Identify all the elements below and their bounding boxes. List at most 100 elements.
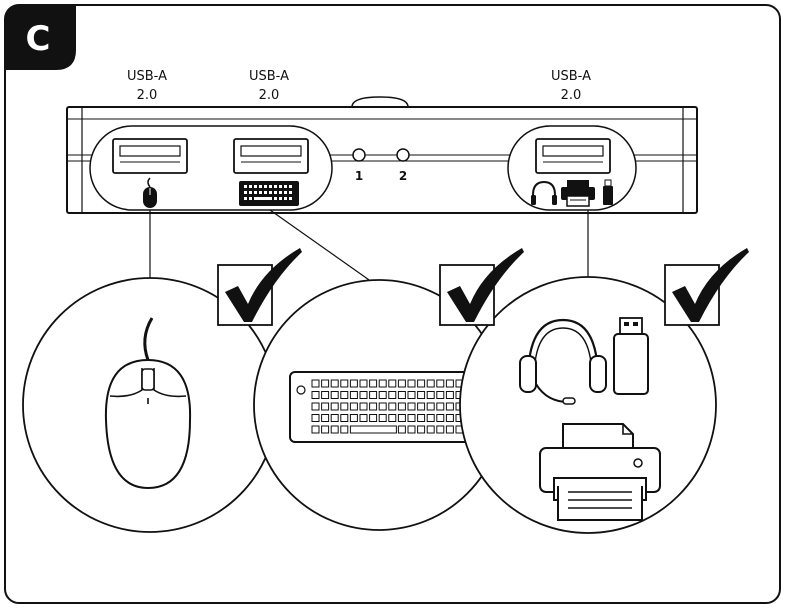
keyboard-key (340, 379, 349, 388)
usb-port-1 (112, 138, 188, 174)
check-peripherals (664, 248, 749, 326)
keyboard-key (349, 425, 397, 434)
port-2-version: 2.0 (259, 88, 280, 103)
keyboard-key (340, 414, 349, 422)
hub-button (351, 96, 409, 108)
keyboard-key (397, 391, 406, 399)
mini-printer-icon (561, 180, 595, 207)
keyboard-key (388, 379, 397, 388)
keyboard-key (359, 402, 368, 411)
keyboard-key (340, 425, 349, 434)
keyboard-key (311, 402, 320, 411)
keyboard-key (426, 402, 435, 411)
leader-lines (149, 209, 589, 283)
keyboard-key (407, 391, 416, 399)
keyboard-key (426, 425, 435, 434)
keyboard-key (349, 391, 358, 399)
keyboard-key (311, 425, 320, 434)
keyboard-key (311, 414, 320, 422)
keyboard-key (445, 402, 454, 411)
keyboard-key (311, 391, 320, 399)
keyboard-key (330, 414, 339, 422)
keyboard-callout (253, 279, 505, 531)
keyboard-key (436, 402, 445, 411)
keyboard-key (369, 379, 378, 388)
keyboard-key (311, 379, 320, 388)
keyboard-key (426, 391, 435, 399)
check-mouse (217, 248, 302, 326)
port-3-name: USB-A (551, 69, 591, 84)
port-1-name: USB-A (127, 69, 167, 84)
keyboard-key (407, 425, 416, 434)
usb-stick-icon (613, 317, 649, 395)
keyboard-key (340, 391, 349, 399)
keyboard-key (330, 391, 339, 399)
keyboard-key (378, 391, 387, 399)
keyboard-key (378, 414, 387, 422)
keyboard-key (397, 379, 406, 388)
keyboard-key (321, 391, 330, 399)
keyboard-key (359, 391, 368, 399)
keyboard-key (436, 414, 445, 422)
keyboard-icon (289, 371, 471, 443)
keyboard-key (349, 414, 358, 422)
mini-headset-icon (531, 180, 557, 205)
usb-port-3 (535, 138, 611, 174)
keyboard-key (436, 379, 445, 388)
step-badge (5, 5, 76, 70)
keyboard-key (397, 414, 406, 422)
keyboard-key (369, 391, 378, 399)
keyboard-key (445, 379, 454, 388)
keyboard-key (417, 402, 426, 411)
keyboard-key (330, 379, 339, 388)
keyboard-key (407, 402, 416, 411)
keyboard-key (426, 379, 435, 388)
step-label: C (26, 19, 51, 59)
keyboard-key (321, 402, 330, 411)
keyboard-key (397, 425, 406, 434)
mouse-icon (104, 317, 192, 490)
keyboard-key (417, 425, 426, 434)
keyboard-key (407, 414, 416, 422)
keyboard-key (426, 414, 435, 422)
keyboard-key (321, 379, 330, 388)
port-3-version: 2.0 (561, 88, 582, 103)
keyboard-key (321, 414, 330, 422)
printer-icon (539, 423, 661, 521)
mini-usb-stick-icon (603, 179, 613, 205)
keyboard-key (340, 402, 349, 411)
keyboard-key (330, 425, 339, 434)
keyboard-key (388, 402, 397, 411)
indicator-2-label: 2 (399, 169, 407, 183)
keyboard-key (378, 379, 387, 388)
keyboard-key (359, 414, 368, 422)
peripherals-callout (459, 276, 717, 534)
check-icon (447, 248, 524, 322)
led-1 (352, 148, 366, 162)
keyboard-key (407, 379, 416, 388)
led-2 (396, 148, 410, 162)
keyboard-key (388, 414, 397, 422)
keyboard-key (436, 425, 445, 434)
keyboard-key (378, 402, 387, 411)
keyboard-key (321, 425, 330, 434)
port-2-name: USB-A (249, 69, 289, 84)
keyboard-key (417, 391, 426, 399)
mini-keyboard-icon (239, 181, 299, 206)
port-labels: USB-A 2.0 USB-A 2.0 USB-A 2.0 (127, 69, 591, 103)
keyboard-key (369, 414, 378, 422)
keyboard-key (417, 379, 426, 388)
keyboard-key (349, 402, 358, 411)
port-1-version: 2.0 (137, 88, 158, 103)
keyboard-key (445, 425, 454, 434)
usb-hub: 1 2 (66, 96, 698, 214)
keyboard-key (436, 391, 445, 399)
keyboard-key (369, 402, 378, 411)
headset-icon (519, 318, 607, 405)
indicator-1-label: 1 (355, 169, 363, 183)
mini-mouse-icon (143, 177, 157, 208)
keyboard-key (445, 391, 454, 399)
check-icon (672, 248, 749, 322)
